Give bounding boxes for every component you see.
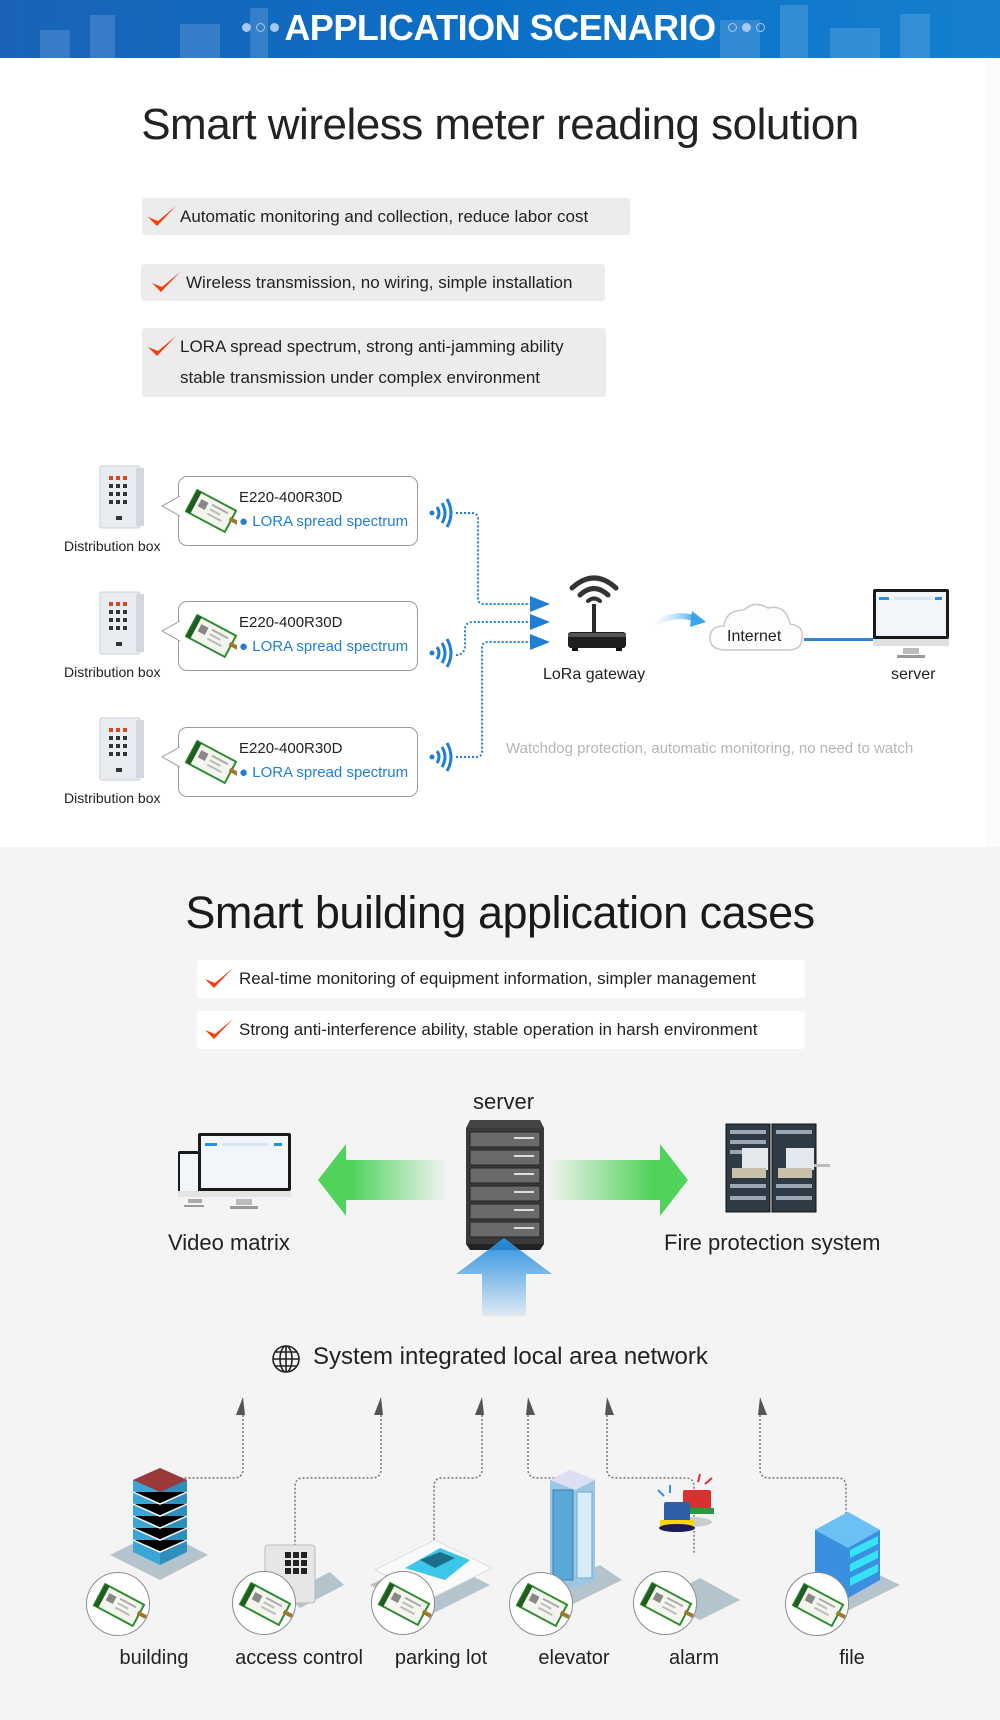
module-callout: E220-400R30D ● LORA spread spectrum: [161, 601, 418, 671]
lora-module-icon: [92, 1583, 149, 1631]
connector-line: [456, 512, 550, 612]
connector-line: [294, 1415, 382, 1545]
arrow-tip: [526, 1397, 535, 1415]
arrow-right-to-fire-system: [546, 1144, 688, 1216]
decorative-dots-left: [242, 23, 279, 32]
wired-link-line: [804, 638, 874, 641]
item-label-alarm: alarm: [668, 1647, 719, 1669]
item-label-elevator: elevator: [538, 1647, 610, 1669]
distribution-box-label: Distribution box: [64, 538, 161, 554]
feature-item: LORA spread spectrum, strong anti-jammin…: [142, 328, 606, 397]
connector-line: [433, 1415, 483, 1545]
city-skyline-decoration: [40, 5, 930, 58]
connector-line: [455, 614, 550, 656]
section2-title: Smart building application cases: [185, 887, 815, 938]
gateway-label: LoRa gateway: [543, 666, 646, 683]
video-matrix-label: Video matrix: [168, 1230, 290, 1255]
bidirectional-data-arrows: [318, 1144, 688, 1216]
fire-protection-label: Fire protection system: [664, 1230, 881, 1255]
arrow-tip: [605, 1397, 614, 1415]
server-monitor-icon: [873, 589, 949, 658]
building-icon: [110, 1468, 208, 1580]
lora-module-icon: [791, 1583, 848, 1631]
lora-module-icon: [238, 1582, 295, 1630]
module-feature: ● LORA spread spectrum: [239, 513, 409, 530]
module-callout: E220-400R30D ● LORA spread spectrum: [161, 476, 418, 546]
connector-line: [456, 634, 550, 758]
distribution-box-icon: [99, 591, 144, 655]
arrow-tip: [758, 1397, 767, 1415]
module-model: E220-400R30D: [239, 489, 343, 506]
lan-connector-lines: [180, 1397, 847, 1555]
item-label-access-control: access control: [235, 1647, 363, 1669]
arrow-left-to-video-matrix: [318, 1144, 448, 1216]
lora-module-badge: [232, 1571, 296, 1635]
section-edge: [986, 58, 1000, 847]
module-feature: ● LORA spread spectrum: [239, 764, 409, 781]
connector-line: [527, 1415, 574, 1535]
wireless-signal-icon: [429, 498, 453, 528]
feature-item: Strong anti-interference ability, stable…: [197, 1011, 805, 1049]
feature-item: Real-time monitoring of equipment inform…: [197, 960, 805, 998]
checkmark-icon: [205, 968, 233, 988]
arrow-tip: [475, 1397, 484, 1415]
lora-module-badge: [86, 1572, 150, 1636]
lora-module-icon: [515, 1583, 572, 1631]
internet-cloud-icon: [709, 603, 803, 651]
watchdog-footnote: Watchdog protection, automatic monitorin…: [506, 740, 914, 757]
video-matrix-icon: [178, 1133, 291, 1209]
cloud-label: Internet: [727, 628, 782, 645]
central-server-label: server: [473, 1089, 535, 1114]
server-rack-icon: [466, 1120, 544, 1250]
lora-module-icon: [639, 1582, 696, 1630]
lora-module-icon: [377, 1582, 434, 1630]
lora-module-badge: [509, 1572, 573, 1636]
connector-line: [180, 1415, 244, 1479]
module-callout: E220-400R30D ● LORA spread spectrum: [161, 727, 418, 797]
module-model: E220-400R30D: [239, 614, 343, 631]
header-title: APPLICATION SCENARIO: [284, 7, 716, 48]
callout-tail: [161, 746, 180, 768]
connector-line: [606, 1415, 695, 1555]
upstream-arrow-icon: [456, 1238, 552, 1316]
server-label: server: [891, 666, 936, 683]
network-connection-lines: [455, 512, 550, 758]
wireless-signal-icon: [429, 638, 453, 668]
item-label-file: file: [839, 1647, 865, 1669]
feature-item: Automatic monitoring and collection, red…: [142, 198, 630, 235]
distribution-box-label: Distribution box: [64, 664, 161, 680]
wireless-signal-icon: [429, 742, 453, 772]
module-model: E220-400R30D: [239, 740, 343, 757]
callout-tail: [161, 620, 180, 642]
distribution-box-icon: [99, 717, 144, 781]
arrow-tip: [374, 1397, 383, 1415]
lora-module-badge: [785, 1572, 849, 1636]
lan-label: System integrated local area network: [313, 1343, 708, 1370]
item-label-building: building: [119, 1647, 189, 1669]
globe-icon: [272, 1345, 300, 1373]
distribution-box-icon: [99, 465, 144, 529]
lora-module-badge: [633, 1571, 697, 1635]
item-label-parking-lot: parking lot: [394, 1647, 488, 1669]
callout-tail: [161, 495, 180, 517]
device-illustrations: [110, 1468, 900, 1620]
lora-gateway-icon: [568, 575, 626, 651]
distribution-box-label: Distribution box: [64, 790, 161, 806]
fire-protection-cabinet-icon: [725, 1123, 830, 1213]
arrow-tip: [236, 1397, 245, 1415]
lora-module-badge: [371, 1571, 435, 1635]
meter-reading-section: [0, 58, 1000, 847]
uplink-arrow-icon: [650, 611, 706, 628]
decorative-dots-right: [728, 23, 765, 32]
connector-line: [759, 1415, 847, 1530]
feature-item: Wireless transmission, no wiring, simple…: [141, 264, 605, 301]
checkmark-icon: [205, 1019, 233, 1039]
section1-title: Smart wireless meter reading solution: [141, 100, 859, 149]
module-feature: ● LORA spread spectrum: [239, 638, 409, 655]
section-header-banner: APPLICATION SCENARIO: [0, 0, 1000, 58]
